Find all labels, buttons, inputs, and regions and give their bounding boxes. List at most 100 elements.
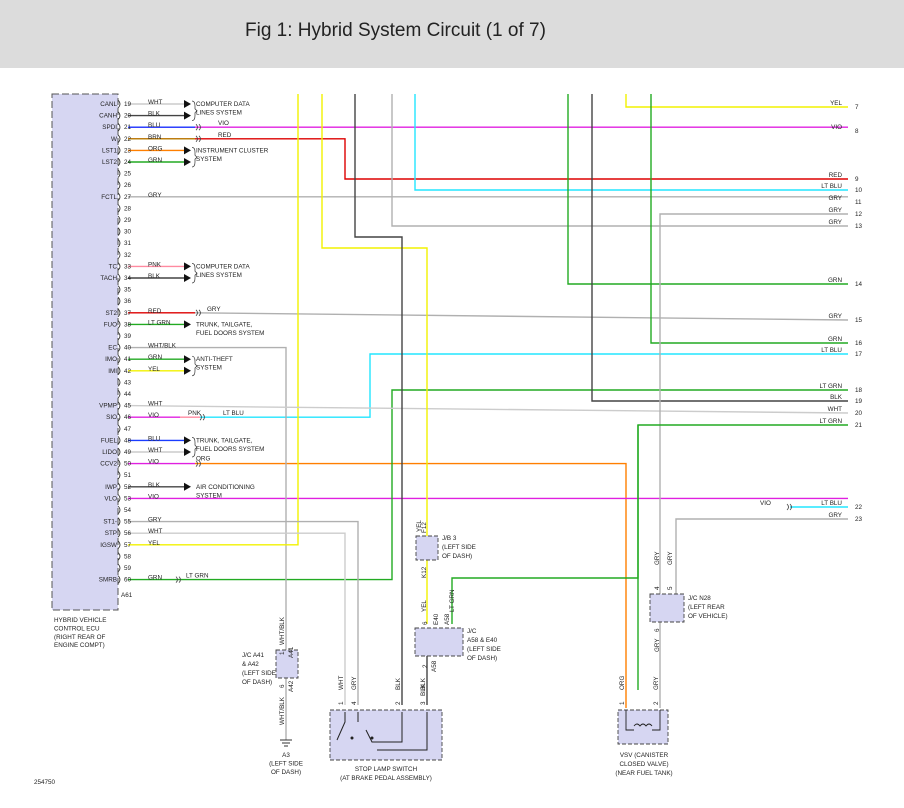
wire-label: GRY bbox=[654, 638, 661, 652]
jc-n28-label: OF VEHICLE) bbox=[688, 613, 728, 620]
ecu-pin-number: 31 bbox=[124, 240, 132, 247]
wire-endpoint-number: 23 bbox=[855, 516, 863, 523]
ecu-name: CONTROL ECU bbox=[54, 625, 100, 632]
ecu-pin-name: IWP bbox=[105, 484, 117, 491]
pin-terminal bbox=[117, 447, 121, 457]
ecu-pin-number: 33 bbox=[124, 263, 132, 270]
inline-connector bbox=[199, 413, 205, 421]
pin-label: 1 bbox=[619, 701, 626, 705]
ecu-pin-number: 39 bbox=[124, 333, 132, 340]
ecu-pin-number: 45 bbox=[124, 403, 132, 410]
stop-lamp-box bbox=[329, 709, 443, 761]
ecu-connector-id: A61 bbox=[121, 592, 133, 599]
wire-endpoint-number: 8 bbox=[855, 128, 859, 135]
inline-connector bbox=[786, 503, 792, 511]
pin-terminal bbox=[117, 204, 121, 213]
wire-endpoint-label: GRY bbox=[828, 313, 842, 320]
ecu-pin-number: 22 bbox=[124, 136, 132, 143]
arrow-icon bbox=[184, 262, 191, 271]
pin-terminal bbox=[117, 424, 121, 434]
wire-endpoint-label: BLK bbox=[830, 394, 843, 401]
ecu-pin-number: 49 bbox=[124, 449, 132, 456]
wire-endpoint-label: YEL bbox=[830, 100, 842, 107]
wire-label: RED bbox=[218, 132, 232, 139]
wire-endpoint-number: 17 bbox=[855, 351, 863, 358]
ecu-pin-number: 19 bbox=[124, 101, 132, 108]
ecu-pin-number: 36 bbox=[124, 298, 132, 305]
wire-yel-jb3 bbox=[321, 94, 428, 536]
arrow-icon bbox=[184, 366, 191, 375]
wire-endpoint-number: 14 bbox=[855, 281, 863, 288]
pin-terminal bbox=[117, 215, 121, 225]
pin-terminal bbox=[117, 285, 121, 294]
pin-terminal bbox=[117, 459, 121, 468]
wire-endpoint-label: RED bbox=[829, 172, 843, 179]
pin-label: E40 bbox=[433, 613, 440, 625]
pin-label: A58 bbox=[431, 660, 438, 672]
wire-endpoint-label: GRY bbox=[828, 195, 842, 202]
jc-a58-label: J/C bbox=[467, 628, 477, 635]
wire-label: BLK bbox=[420, 677, 427, 690]
pin-terminal bbox=[117, 378, 121, 387]
ecu-pin-number: 32 bbox=[124, 252, 132, 259]
ecu-pin-name: IMO bbox=[105, 356, 117, 363]
ecu-pin-number: 28 bbox=[124, 205, 132, 212]
ecu-pin-name: FUEL bbox=[101, 437, 118, 444]
wire-12-n28 bbox=[659, 213, 848, 596]
wire-endpoint-label: GRY bbox=[828, 207, 842, 214]
switch-contact-icon bbox=[336, 712, 428, 751]
pin-terminal bbox=[117, 238, 121, 248]
pin-terminal bbox=[117, 412, 121, 422]
ecu-pin-number: 58 bbox=[124, 553, 132, 560]
pin-terminal bbox=[117, 227, 121, 236]
wire-ec bbox=[128, 346, 287, 650]
arrow-icon bbox=[184, 274, 191, 282]
ecu-pin-number: 44 bbox=[124, 391, 132, 398]
pin-terminal bbox=[117, 494, 121, 503]
figure-title: Fig 1: Hybrid System Circuit (1 of 7) bbox=[245, 20, 546, 41]
ecu-pin-name: TC bbox=[109, 263, 118, 270]
brace bbox=[191, 263, 198, 284]
ecu-pin-name: STP bbox=[105, 530, 117, 537]
system-label: FUEL DOORS SYSTEM bbox=[196, 330, 264, 337]
ecu-pin-name: IMI bbox=[108, 368, 117, 375]
ecu-pin-number: 57 bbox=[124, 542, 132, 549]
ecu-pin-name: EC bbox=[108, 345, 117, 352]
ecu-pin-name: CANH bbox=[99, 113, 117, 120]
ecu-pin-number: 41 bbox=[124, 356, 132, 363]
pin-terminal bbox=[117, 331, 121, 341]
system-label: INSTRUMENT CLUSTER bbox=[196, 147, 269, 154]
pin-label: 6 bbox=[279, 684, 286, 688]
jb3-label: (LEFT SIDE bbox=[442, 544, 476, 551]
wire-color-label: VIO bbox=[148, 459, 159, 466]
pin-terminal bbox=[117, 157, 121, 167]
jb3-box bbox=[415, 535, 439, 561]
ecu-pin-number: 23 bbox=[124, 147, 132, 154]
ecu-pin-number: 56 bbox=[124, 530, 132, 537]
pin-terminal bbox=[117, 122, 121, 132]
wire-color-label: WHT bbox=[148, 447, 162, 454]
ecu-pin-number: 54 bbox=[124, 507, 132, 514]
ecu-pin-number: 43 bbox=[124, 379, 132, 386]
wire-label: GRY bbox=[653, 676, 660, 690]
system-label: LINES SYSTEM bbox=[196, 272, 242, 279]
pin-terminal bbox=[117, 401, 121, 410]
pin-terminal bbox=[117, 308, 121, 318]
vsv-label: (NEAR FUEL TANK) bbox=[615, 770, 672, 777]
ecu-pin-number: 59 bbox=[124, 565, 132, 572]
wire-endpoint-label: VIO bbox=[831, 124, 842, 131]
vsv-box bbox=[617, 709, 669, 745]
figure-id: 254750 bbox=[34, 779, 56, 786]
wire-color-label: BRN bbox=[148, 134, 162, 141]
ecu-pin-number: 20 bbox=[124, 113, 132, 120]
pin-terminal bbox=[117, 250, 121, 260]
wire-endpoint-label: LT BLU bbox=[821, 500, 842, 507]
pin-label: A41 bbox=[288, 646, 295, 658]
jc-a41-label: J/C A41 bbox=[242, 652, 265, 659]
ecu-pin-number: 27 bbox=[124, 194, 132, 201]
ecu-pin-number: 26 bbox=[124, 182, 132, 189]
wire-color-label: WHT bbox=[148, 528, 162, 535]
wire-color-label: BLK bbox=[148, 111, 161, 118]
jc-a58-label: (LEFT SIDE bbox=[467, 646, 501, 653]
wire-label: GRY bbox=[667, 551, 674, 565]
